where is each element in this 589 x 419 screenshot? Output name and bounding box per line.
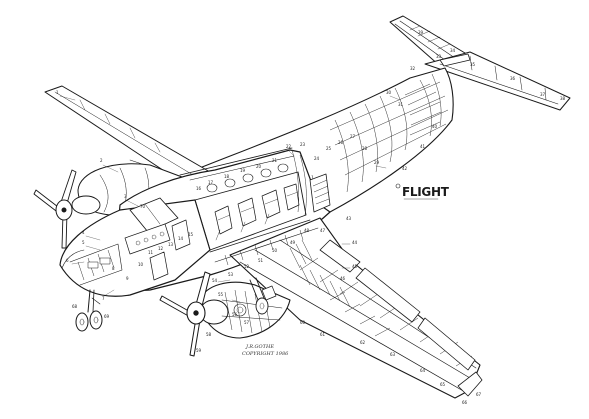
callout-label: 31 (398, 102, 404, 107)
callout-label: 33 (436, 54, 442, 59)
callout-label: 9 (126, 276, 129, 281)
signature-line-2: COPYRIGHT 1986 (242, 351, 289, 357)
callout-label: 59 (196, 348, 202, 353)
callout-label: 37 (540, 92, 546, 97)
starboard-engine-nacelle (199, 281, 291, 339)
callout-label: 48 (304, 228, 310, 233)
callout-leaders (59, 95, 401, 303)
artist-signature: J.R.GOTHE COPYRIGHT 1986 (242, 344, 289, 357)
callout-label: 1 (56, 90, 59, 95)
callout-label: 66 (462, 400, 468, 405)
callout-label: 35 (470, 62, 476, 67)
callout-label: 27 (350, 134, 356, 139)
callout-label: 56 (232, 312, 238, 317)
callout-label: 60 (300, 320, 306, 325)
callout-label: 46 (340, 276, 346, 281)
callout-label: 57 (244, 320, 250, 325)
callout-label: 64 (420, 368, 426, 373)
main-landing-gear (249, 277, 269, 315)
signature-line-1: J.R.GOTHE (245, 344, 274, 350)
callout-label: 29 (374, 160, 380, 165)
callout-label: 70 (140, 204, 146, 209)
starboard-wing (229, 217, 483, 399)
port-wing (44, 85, 211, 189)
callout-label: 13 (168, 242, 174, 247)
callout-label: 36 (510, 76, 516, 81)
callout-label: 52 (244, 264, 250, 269)
callout-label: 68 (72, 304, 78, 309)
callout-label: 25 (326, 146, 332, 151)
callout-label: 19 (240, 168, 246, 173)
callout-numbers: 1 2 3 4 5 6 7 8 9 10 11 12 13 14 15 16 1… (56, 30, 566, 405)
callout-label: 58 (206, 332, 212, 337)
passenger-seats (214, 183, 300, 241)
callout-label: 44 (352, 240, 358, 245)
callout-label: 18 (224, 174, 230, 179)
callout-label: 22 (286, 144, 292, 149)
callout-label: 34 (450, 48, 456, 53)
callout-label: 28 (362, 146, 368, 151)
callout-label: 21 (272, 158, 278, 163)
callout-label: 39 (418, 30, 424, 35)
callout-label: 42 (402, 166, 408, 171)
wing-center-section (209, 219, 319, 266)
horizontal-tailplane (424, 51, 571, 111)
callout-label: 24 (314, 156, 320, 161)
callout-label: 4 (82, 230, 85, 235)
callout-label: 26 (338, 140, 344, 145)
callout-label: 49 (290, 240, 296, 245)
callout-label: 55 (218, 292, 224, 297)
callout-label: 2 (100, 158, 103, 163)
callout-label: 54 (212, 278, 218, 283)
callout-label: 8 (112, 266, 115, 271)
callout-label: 3 (124, 194, 127, 199)
callout-label: 40 (432, 124, 438, 129)
callout-label: 5 (82, 240, 85, 245)
callout-label: 43 (346, 216, 352, 221)
callout-label: 23 (300, 142, 306, 147)
callout-label: 38 (560, 96, 566, 101)
callout-label: 17 (208, 180, 214, 185)
callout-label: 62 (360, 340, 366, 345)
callout-label: 61 (320, 332, 326, 337)
callout-label: 16 (196, 186, 202, 191)
callout-label: 47 (320, 228, 326, 233)
callout-label: 32 (410, 66, 416, 71)
callout-label: 45 (352, 264, 358, 269)
starboard-propeller (159, 271, 211, 357)
cabin-windows (206, 163, 289, 193)
callout-label: 12 (158, 246, 164, 251)
callout-label: 6 (66, 258, 69, 263)
port-propeller (33, 169, 77, 249)
callout-label: 14 (178, 236, 184, 241)
callout-label: 20 (256, 164, 262, 169)
callout-label: 53 (228, 272, 234, 277)
flight-logo: FLIGHT (395, 183, 450, 200)
callout-label: 63 (390, 352, 396, 357)
callout-label: 10 (138, 262, 144, 267)
callout-label: 67 (476, 392, 482, 397)
callout-label: 15 (188, 232, 194, 237)
callout-label: 41 (420, 144, 426, 149)
cockpit-nose-section (59, 197, 211, 297)
nose-landing-gear (75, 289, 103, 332)
callout-label: 30 (386, 90, 392, 95)
vertical-tail-fin (389, 15, 471, 67)
callout-label: 65 (440, 382, 446, 387)
callout-label: 50 (272, 248, 278, 253)
logo-text: FLIGHT (402, 185, 450, 199)
callout-label: 7 (102, 296, 105, 301)
callout-label: 51 (258, 258, 264, 263)
callout-label: 69 (104, 314, 110, 319)
callout-label: 11 (148, 250, 154, 255)
